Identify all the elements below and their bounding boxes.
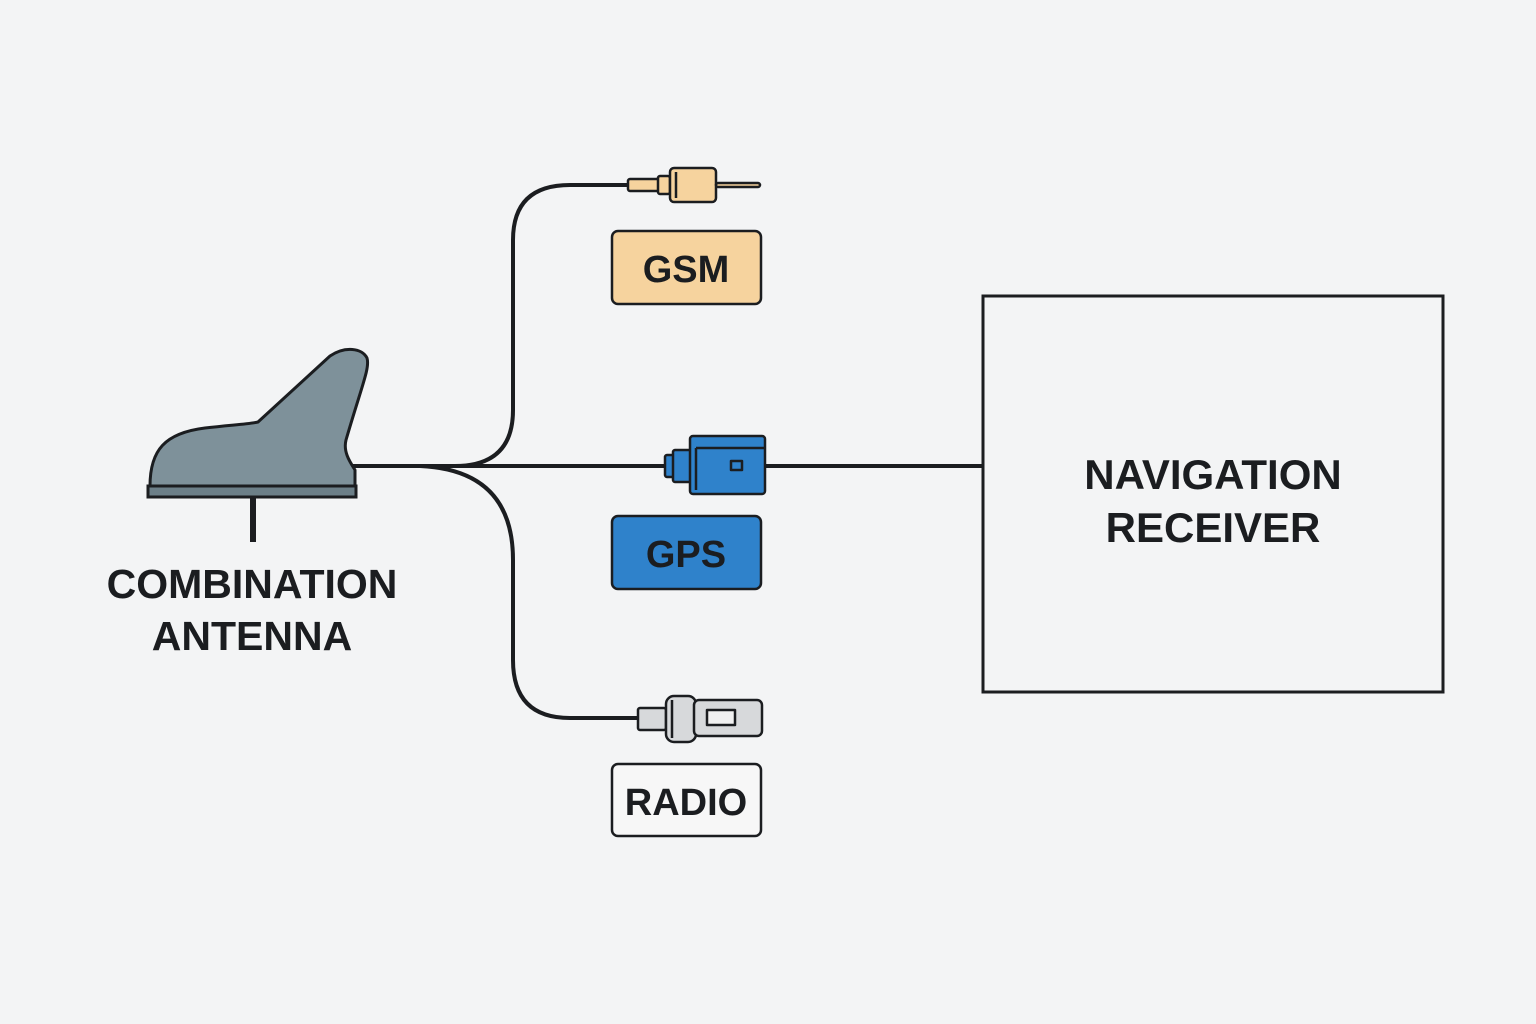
gsm-label-box: GSM	[610, 229, 763, 306]
antenna-label-line1: COMBINATION	[107, 561, 398, 607]
radio-connector-icon	[636, 694, 764, 744]
gsm-label: GSM	[643, 249, 730, 291]
cables	[350, 183, 984, 720]
gsm-connector-icon	[626, 166, 762, 204]
navigation-receiver: NAVIGATION RECEIVER	[981, 294, 1445, 694]
gps-label-box: GPS	[610, 514, 763, 591]
combination-antenna-icon	[146, 348, 370, 542]
radio-label-box: RADIO	[610, 762, 763, 838]
radio-label: RADIO	[625, 782, 747, 824]
antenna-base	[146, 484, 358, 499]
receiver-label-line1: NAVIGATION	[1084, 451, 1341, 498]
antenna-label: COMBINATION ANTENNA	[107, 561, 398, 659]
gps-connector-icon	[663, 434, 767, 496]
antenna-body	[148, 348, 370, 488]
gps-label: GPS	[646, 534, 726, 576]
cable-radio	[418, 464, 642, 720]
cable-gsm	[453, 183, 630, 468]
receiver-label-line2: RECEIVER	[1106, 504, 1321, 551]
antenna-mast	[250, 496, 256, 542]
antenna-label-line2: ANTENNA	[152, 613, 352, 659]
